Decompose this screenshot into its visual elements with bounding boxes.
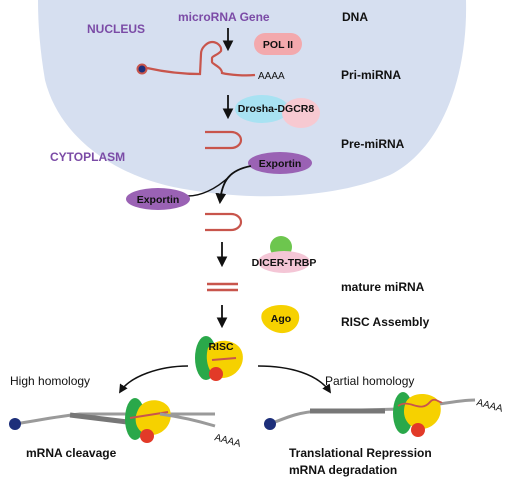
left-mrna-target [9,398,216,443]
right-mrna-target [264,392,476,437]
pri-mirna-structure [146,40,256,77]
pri-mirna-label: Pri-miRNA [341,68,401,82]
high-homology-label: High homology [10,374,90,388]
dgcr8-protein [282,98,320,128]
cyto-pre-mirna-structure [205,212,243,232]
gene-label: microRNA Gene [178,10,270,24]
dicer-label: DICER-TRBP [252,257,317,269]
pre-mirna-label: Pre-miRNA [341,137,405,151]
translational-repression-label: Translational Repression [289,446,432,460]
nucleus-label: NUCLEUS [87,22,145,36]
dicer-protein [258,251,310,273]
pre-mirna-structure [205,130,243,150]
pri-mirna-cap [136,63,148,75]
exportin-cyto-label: Exportin [137,194,180,206]
partial-homology-label: Partial homology [325,374,414,388]
exportin-cyto-protein [126,188,190,210]
exportin-nuclear-label: Exportin [259,158,302,170]
ago-label: Ago [271,313,291,325]
branch-arrow-left [119,365,189,394]
branch-arrow-right [257,365,331,394]
ago-protein [261,304,300,334]
mature-mirna-label: mature miRNA [341,280,425,294]
pol2-protein [254,33,302,55]
right-polya-label: AAAA [475,397,504,415]
drosha-protein [235,95,289,123]
pri-polya-label: AAAA [258,71,285,82]
risc-complex [195,336,243,381]
exportin-release-line [187,175,231,197]
mrna-cleavage-label: mRNA cleavage [26,446,117,460]
left-polya-label: AAAA [213,432,242,450]
risc-assembly-label: RISC Assembly [341,315,430,329]
exportin-nuclear-protein [248,152,312,174]
pol2-label: POL II [263,39,293,51]
drosha-label: Drosha-DGCR8 [238,103,315,115]
mrna-degradation-label: mRNA degradation [289,463,397,477]
dna-label: DNA [342,10,368,24]
risc-label: RISC [208,341,234,353]
cytoplasm-label: CYTOPLASM [50,150,125,164]
